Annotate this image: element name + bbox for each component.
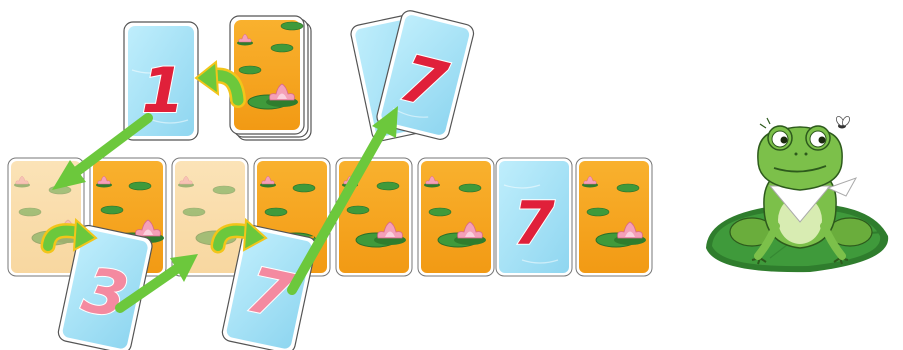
straight-arrow-icon bbox=[52, 113, 153, 190]
row-card-3[interactable] bbox=[171, 157, 249, 277]
drawn-card-7[interactable]: 7 bbox=[221, 224, 318, 350]
row-card-1[interactable] bbox=[7, 157, 85, 277]
curved-arrow-icon bbox=[194, 60, 246, 108]
curved-arrow-icon bbox=[210, 217, 268, 254]
frog-icon bbox=[706, 117, 889, 273]
row-card-8[interactable] bbox=[575, 157, 653, 277]
draw-pile[interactable] bbox=[229, 15, 312, 141]
fly-icon bbox=[835, 116, 851, 129]
card-stack-icon bbox=[229, 15, 312, 141]
played-card-7[interactable]: 7 bbox=[349, 9, 475, 143]
card-value: 7 bbox=[513, 189, 555, 259]
row-card-5[interactable] bbox=[335, 157, 413, 277]
straight-arrow-icon bbox=[287, 106, 398, 295]
drawn-card-3[interactable]: 3 bbox=[57, 224, 154, 350]
row-card-7[interactable]: 7 bbox=[495, 157, 573, 277]
row-card-6[interactable] bbox=[417, 157, 495, 277]
straight-arrow-icon bbox=[115, 254, 198, 313]
curved-arrow-icon bbox=[40, 217, 98, 254]
